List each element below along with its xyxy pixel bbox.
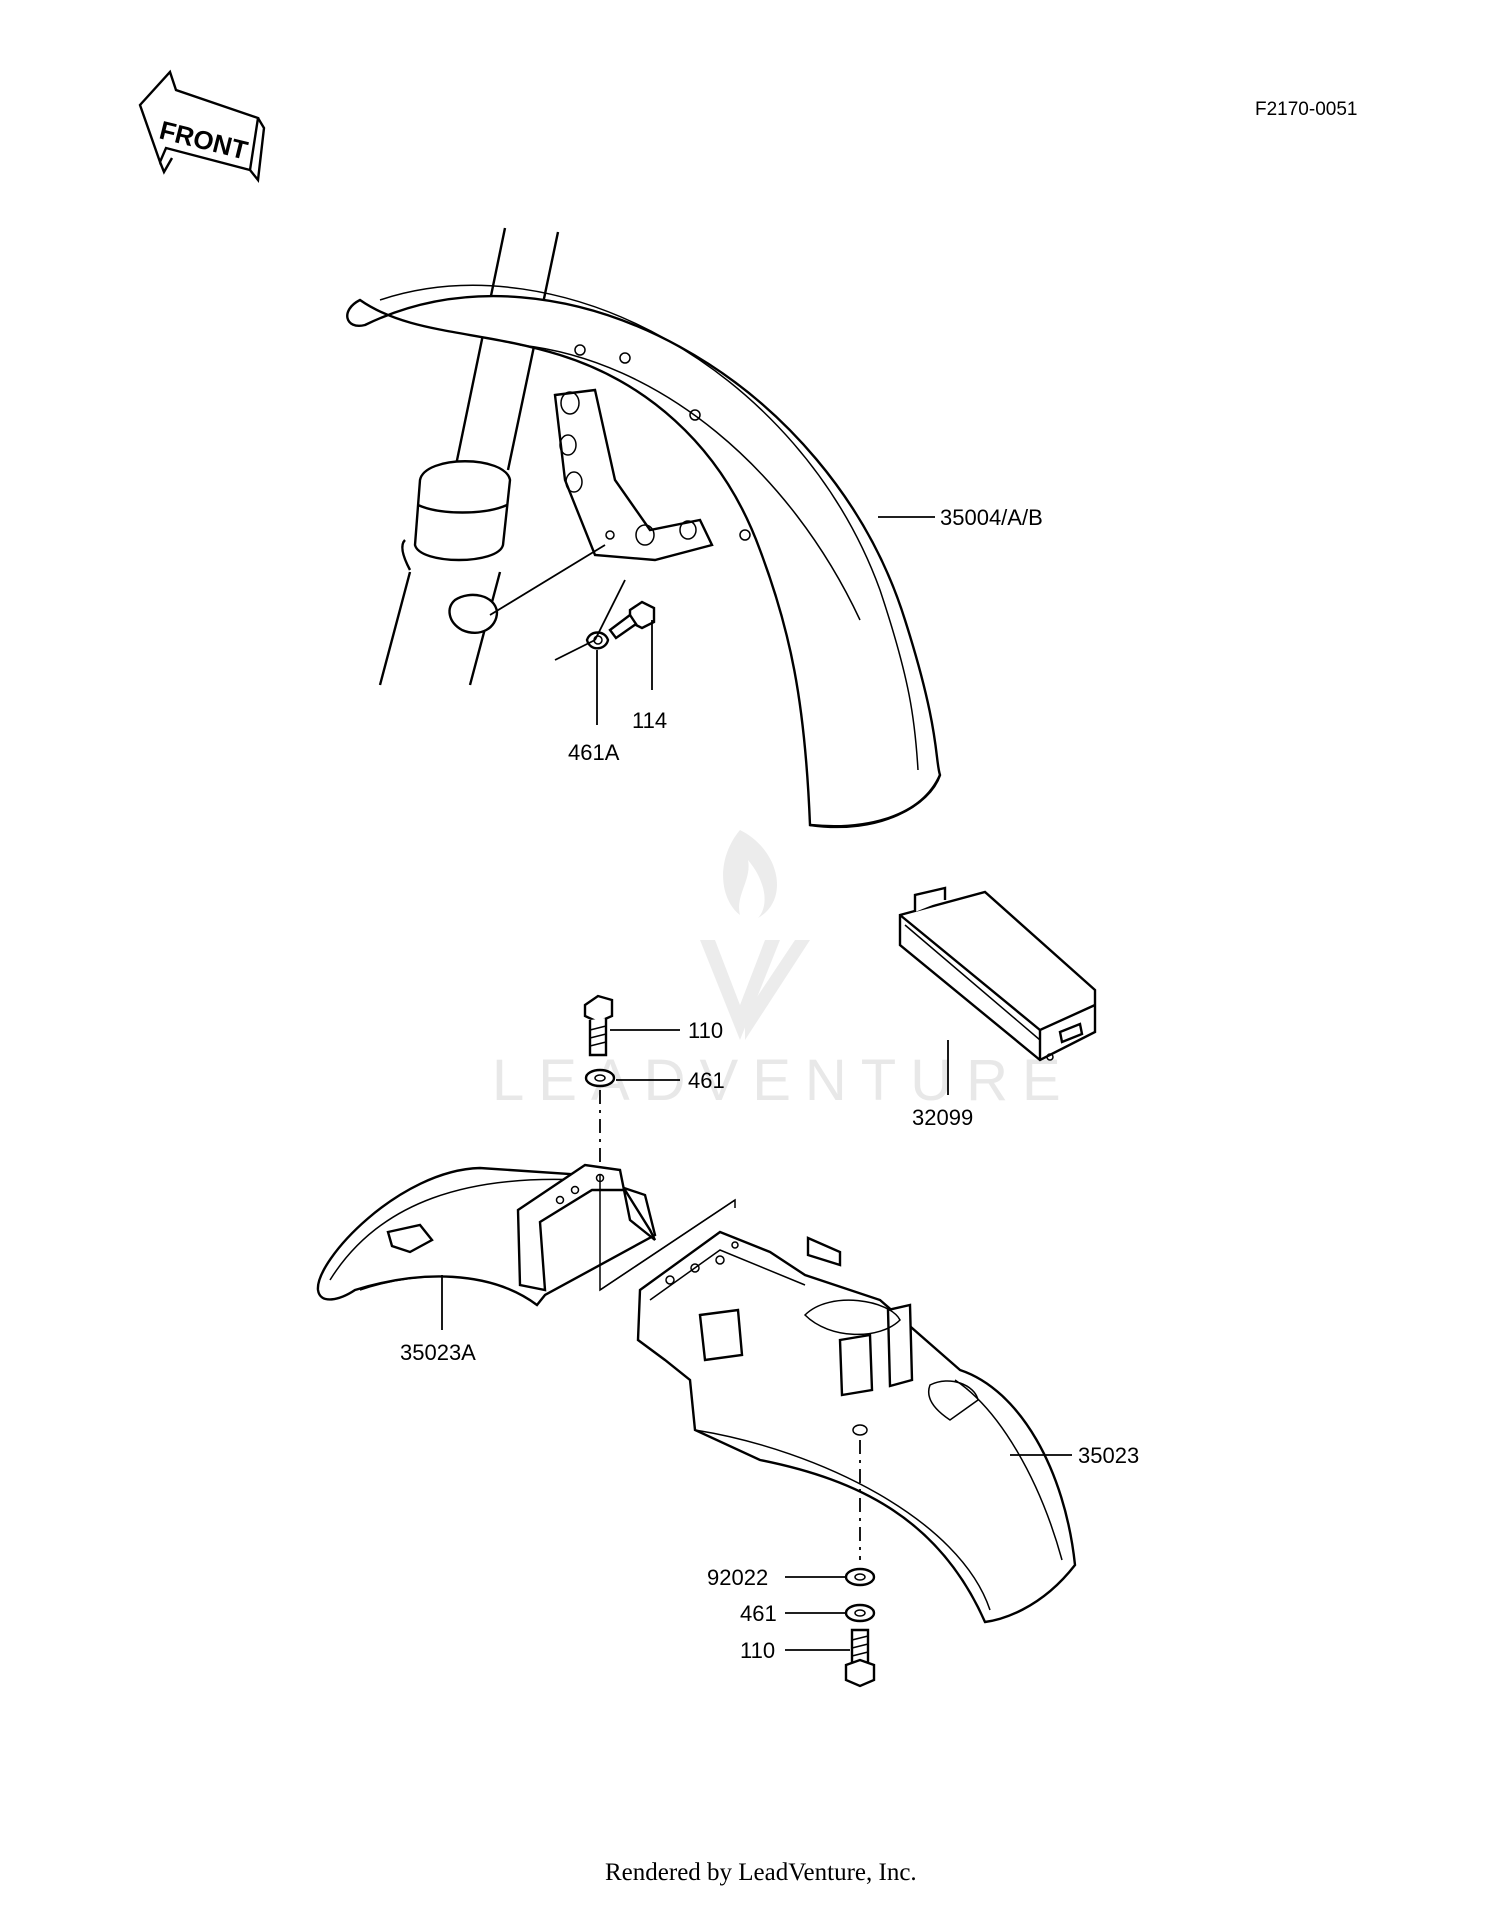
watermark-text: LEADVENTURE [492,1048,1075,1113]
footer-credit: Rendered by LeadVenture, Inc. [605,1859,917,1886]
bolt-110-top-icon [583,994,614,1057]
rear-fender-front-illustration [316,1163,657,1307]
bolt-110-bottom-icon [844,1628,876,1688]
washer-461-top-icon [584,1068,616,1088]
washer-92022-icon [844,1567,876,1587]
leader-front-mount [489,544,606,616]
rear-fender-illustration [636,1230,1077,1624]
part-label-110-top: 110 [688,1018,723,1043]
part-label-92022: 92022 [707,1565,768,1590]
watermark-logo [700,830,810,1040]
part-label-32099: 32099 [912,1105,973,1130]
front-fork-illustration [378,227,560,686]
reflector-box-illustration [898,886,1097,1062]
front-arrow-icon [138,69,266,183]
diagram-code: F2170-0051 [1255,99,1357,120]
part-label-461-top: 461 [688,1068,725,1093]
part-label-35023A: 35023A [400,1340,476,1365]
part-label-35004: 35004/A/B [940,505,1043,530]
part-label-461A: 461A [568,740,620,765]
bolt-114-icon [608,600,656,640]
part-label-461-bottom: 461 [740,1601,777,1626]
part-label-110-bottom: 110 [740,1638,775,1663]
front-fender-illustration [346,284,942,829]
leader-front-bolt [554,579,626,661]
lockwasher-461-bottom-icon [844,1603,876,1623]
mounting-plane-edge [599,1199,736,1291]
part-label-35023: 35023 [1078,1443,1139,1468]
part-label-114: 114 [632,708,667,733]
